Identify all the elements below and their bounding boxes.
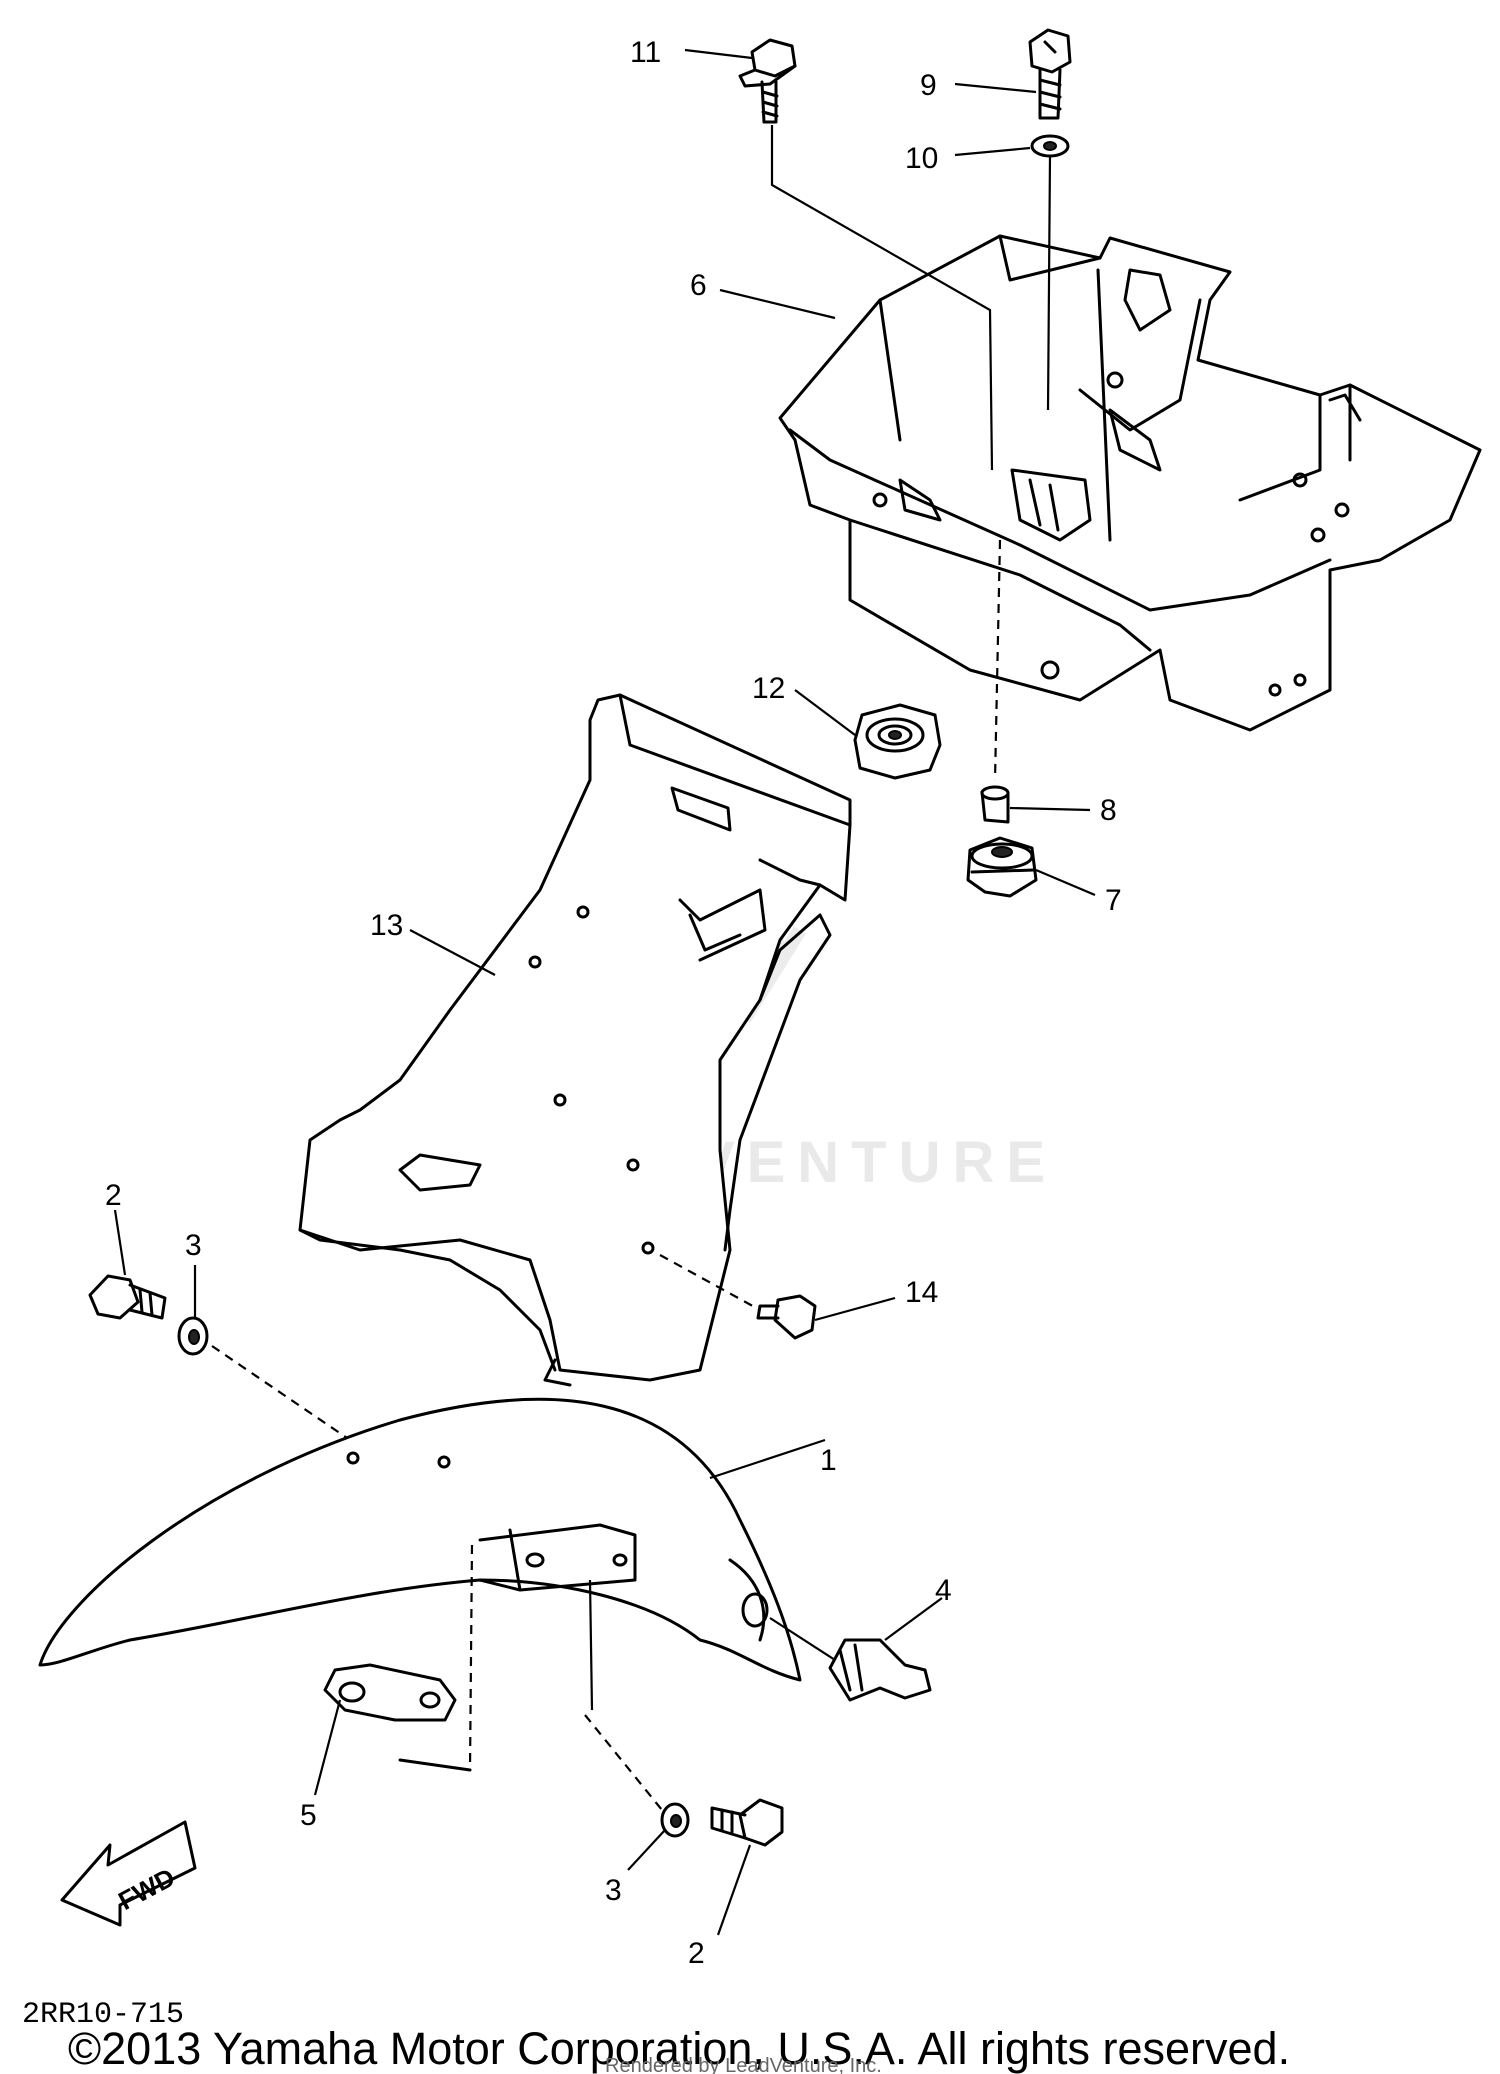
leader-8: [1009, 806, 1091, 812]
leader-3-lower: [627, 1829, 666, 1871]
callout-4: 4: [935, 1574, 952, 1607]
callout-11: 11: [630, 36, 661, 69]
part-14-bolt: [659, 1254, 817, 1340]
part-10-washer: [1030, 134, 1070, 158]
leader-9: [954, 82, 1037, 94]
part-6-battery-box: [778, 234, 1482, 732]
part-2-bolt-lower: [710, 1798, 784, 1847]
part-1-front-fender: [38, 1397, 802, 1772]
callout-2-lower: 2: [688, 1937, 705, 1970]
renderer-note: Rendered by LeadVenture, Inc.: [605, 2055, 882, 2074]
callout-10: 10: [905, 142, 938, 175]
callout-1: 1: [820, 1444, 837, 1477]
leader-5: [313, 1699, 342, 1796]
part-3-washer-upper: [177, 1316, 351, 1441]
part-13-inner-cover: [298, 693, 852, 1387]
callout-5: 5: [300, 1799, 317, 1832]
part-5-bracket: [323, 1663, 457, 1722]
assembly-line-11: [770, 125, 994, 471]
copyright-text: ©2013 Yamaha Motor Corporation, U.S.A. A…: [68, 2023, 1290, 2074]
diagram-code: 2RR10-715: [22, 1998, 184, 2032]
callout-6: 6: [690, 269, 707, 302]
part-4-bracket: [769, 1617, 932, 1702]
part-2-bolt-upper: [88, 1274, 167, 1320]
callout-14: 14: [905, 1276, 938, 1309]
callout-2-upper: 2: [105, 1179, 122, 1212]
part-8-collar: [980, 785, 1010, 824]
part-3-washer-lower: [584, 1579, 690, 1838]
leader-14: [814, 1296, 896, 1322]
leader-2-upper: [113, 1209, 127, 1276]
callout-13: 13: [370, 909, 403, 942]
callout-3-upper: 3: [185, 1229, 202, 1262]
callout-3-lower: 3: [605, 1874, 622, 1907]
callout-12: 12: [752, 672, 785, 705]
leader-11: [684, 48, 753, 60]
part-12-damper: [853, 703, 942, 780]
assembly-line-10: [1046, 155, 1052, 411]
callout-8: 8: [1100, 794, 1117, 827]
callout-9: 9: [920, 69, 937, 102]
leader-4: [884, 1597, 943, 1641]
assembly-line-8: [993, 539, 1002, 781]
leader-1: [709, 1438, 826, 1480]
part-7-grommet: [966, 836, 1038, 898]
fwd-arrow: FWD: [60, 1820, 197, 1927]
leader-6: [719, 288, 836, 320]
leader-2-lower: [716, 1844, 752, 1936]
leader-7: [1035, 868, 1096, 897]
leader-10: [954, 146, 1031, 157]
leader-13: [409, 929, 496, 976]
callout-7: 7: [1105, 884, 1122, 917]
part-9-bolt: [1028, 28, 1072, 120]
part-11-bolt: [738, 38, 797, 124]
leader-12: [794, 689, 856, 736]
